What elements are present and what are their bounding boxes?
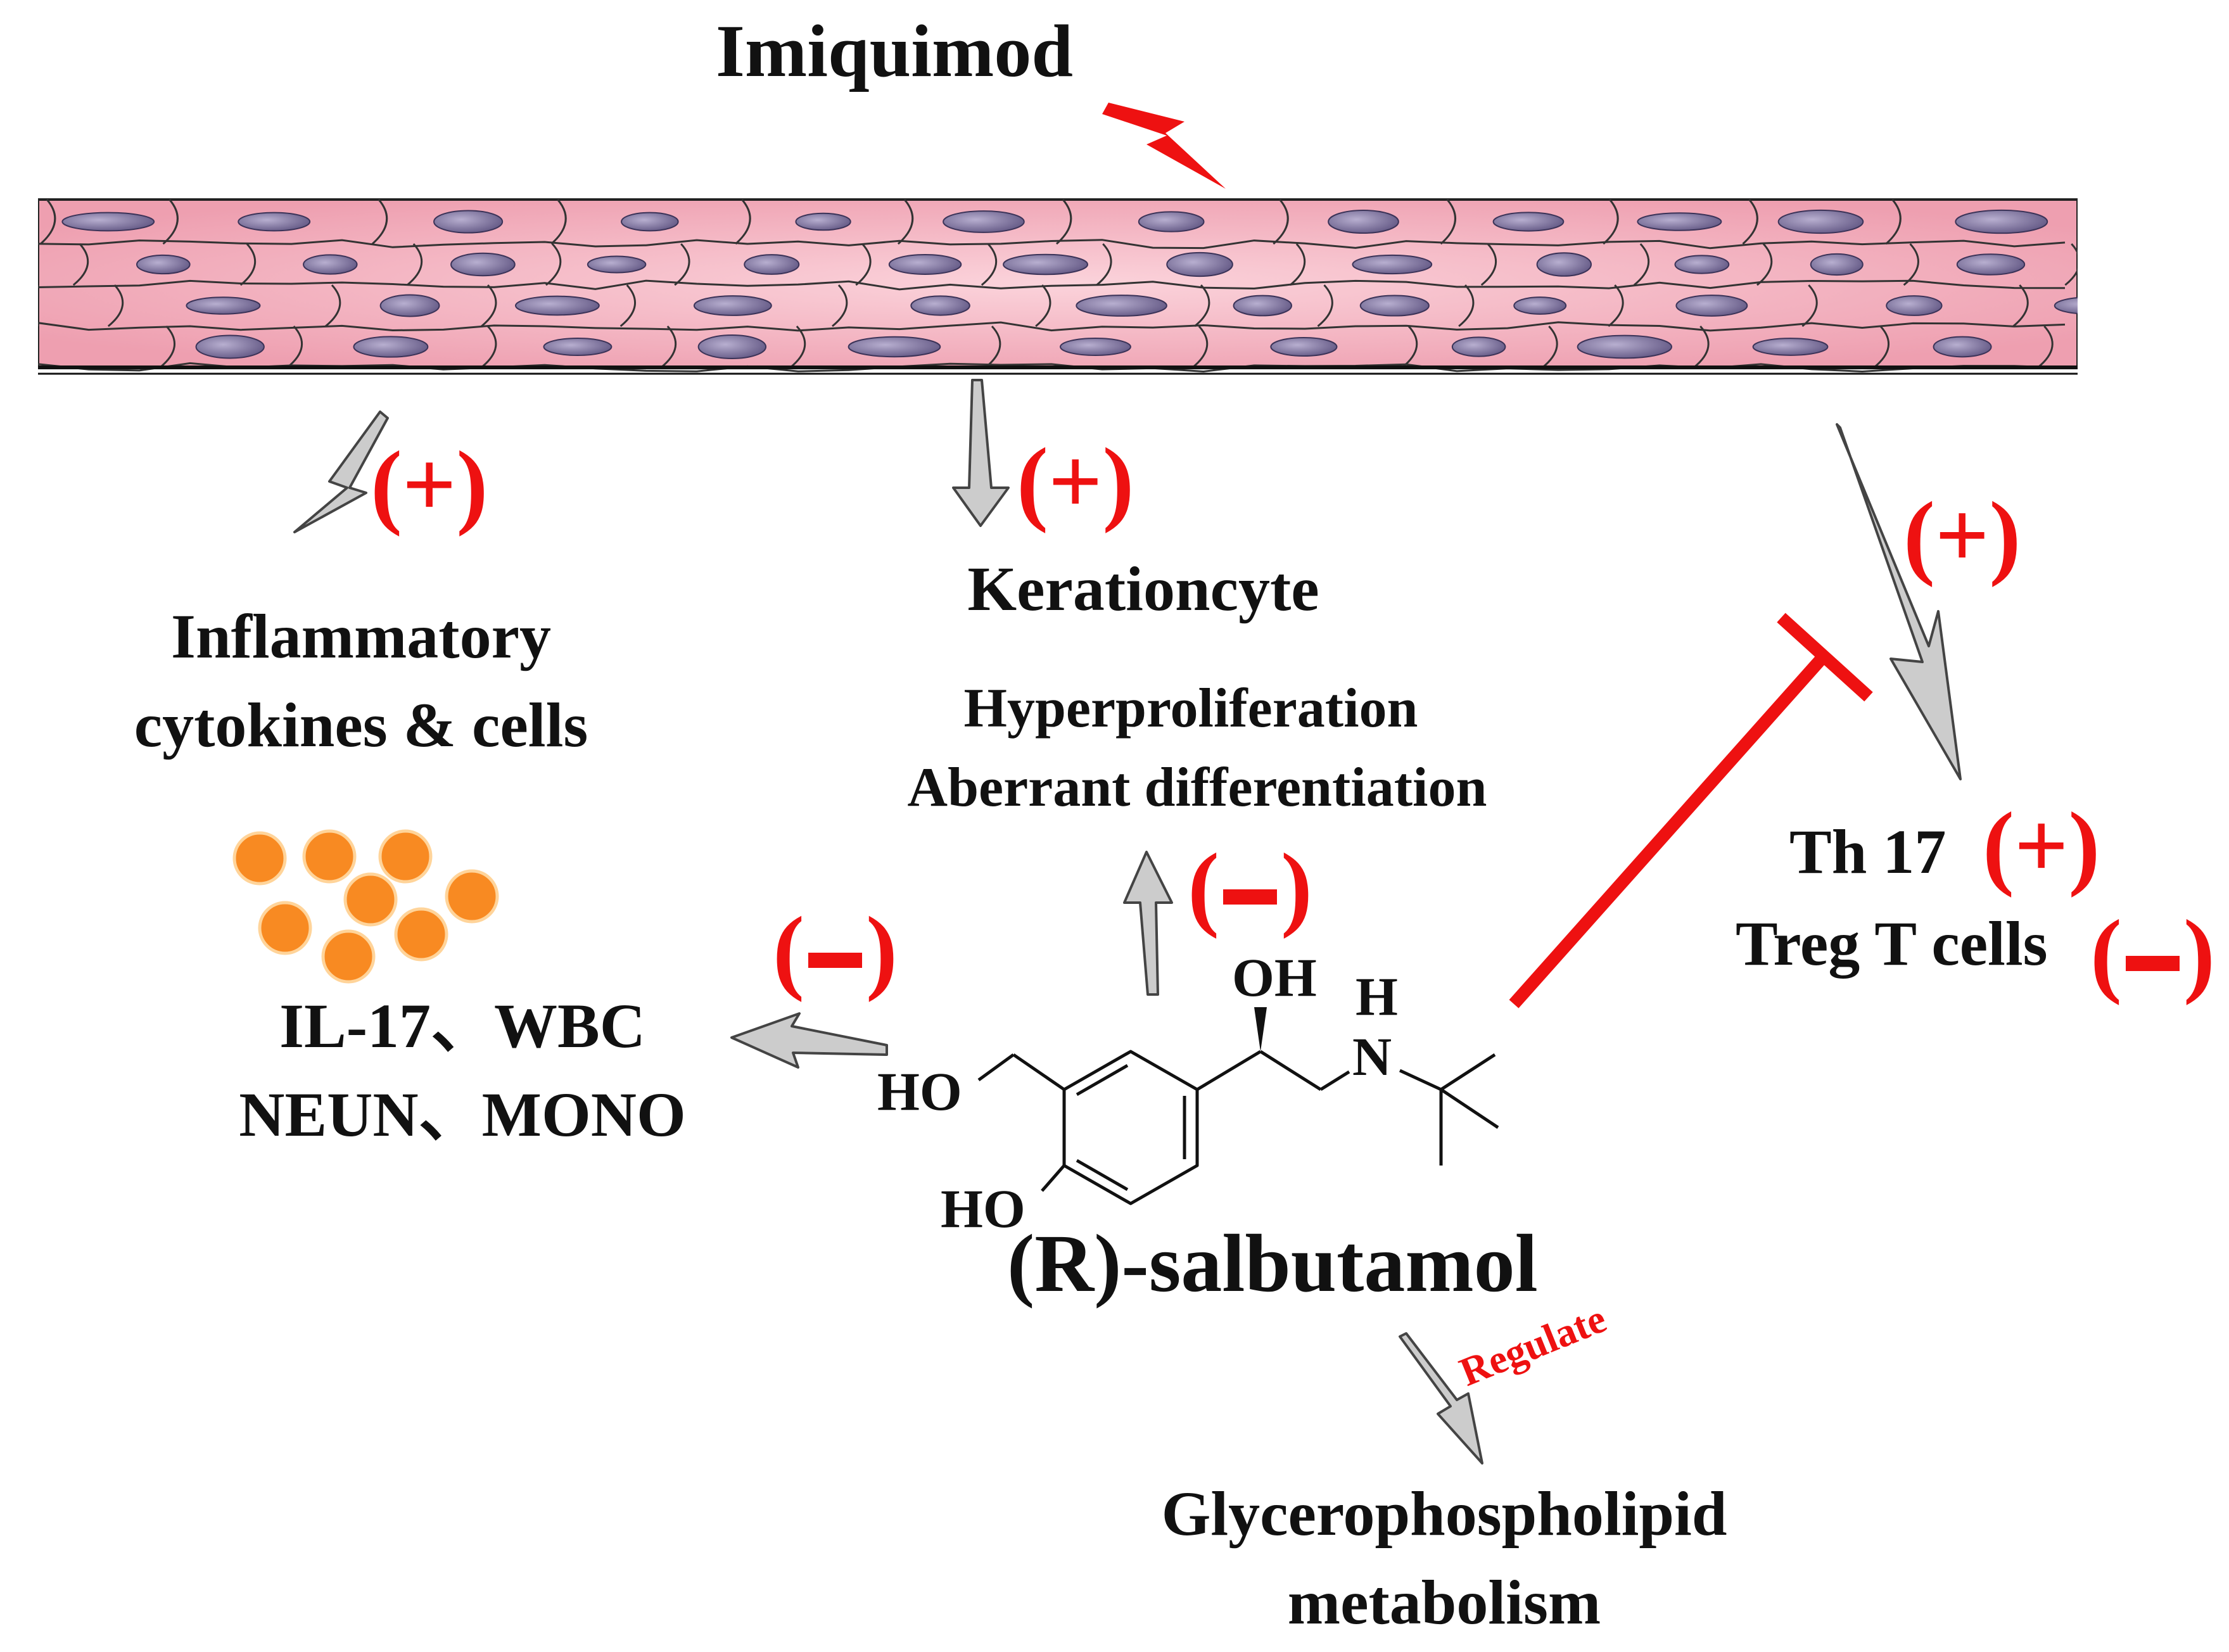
inflammatory-label-line2: cytokines & cells	[134, 690, 588, 760]
atom-n: N	[1352, 1026, 1392, 1087]
arrow-to-hyperproliferation	[1123, 851, 1173, 996]
treg-label: Treg T cells	[1736, 908, 2048, 979]
keratinocyte-effect-2: Aberrant differentiation	[907, 757, 1487, 818]
wedge-bond	[1254, 1007, 1267, 1052]
plus-sign-th17: (+)	[1983, 793, 2100, 898]
arrow-to-markers	[730, 1012, 888, 1069]
atom-oh: OH	[1232, 947, 1317, 1008]
skin-epidermis-layer	[38, 198, 2078, 375]
arrow-to-keratinocyte	[952, 379, 1010, 527]
atom-ho-ch2: HO	[877, 1061, 962, 1122]
markers-line2: NEUN、MONO	[239, 1079, 686, 1150]
arrow-to-inflammatory	[293, 410, 389, 533]
minus-sign-keratinocyte: ()	[1188, 834, 1312, 939]
atom-ho-ring: HO	[941, 1178, 1026, 1239]
metabolism-label-line2: metabolism	[1287, 1567, 1601, 1637]
inhibition-bar-icon	[1509, 613, 1873, 1008]
markers-line1: IL-17、WBC	[279, 991, 645, 1061]
salbutamol-structure	[977, 1050, 1499, 1205]
plus-sign-inflammatory: (+)	[371, 432, 488, 537]
metabolism-label-line1: Glycerophospholipid	[1161, 1478, 1727, 1549]
keratinocyte-effect-1: Hyperproliferation	[963, 678, 1418, 739]
drug-name-label: (R)-salbutamol	[1007, 1218, 1538, 1309]
minus-sign-treg: ()	[2090, 901, 2215, 1006]
inflammatory-label-line1: Inflammatory	[171, 601, 551, 671]
plus-sign-keratinocyte: (+)	[1017, 429, 1134, 534]
lightning-bolt-icon	[1102, 103, 1226, 189]
imiquimod-title: Imiquimod	[716, 10, 1073, 92]
th17-label: Th 17	[1789, 816, 1946, 887]
cell-dots-icon	[232, 829, 499, 984]
plus-sign-th17-arrow: (+)	[1903, 483, 2021, 588]
atom-h: H	[1356, 966, 1398, 1027]
minus-sign-markers: ()	[773, 898, 898, 1003]
arrow-to-metabolism	[1399, 1332, 1483, 1465]
arrow-to-th17	[1836, 423, 1962, 780]
keratinocyte-label: Kerationcyte	[967, 554, 1319, 624]
